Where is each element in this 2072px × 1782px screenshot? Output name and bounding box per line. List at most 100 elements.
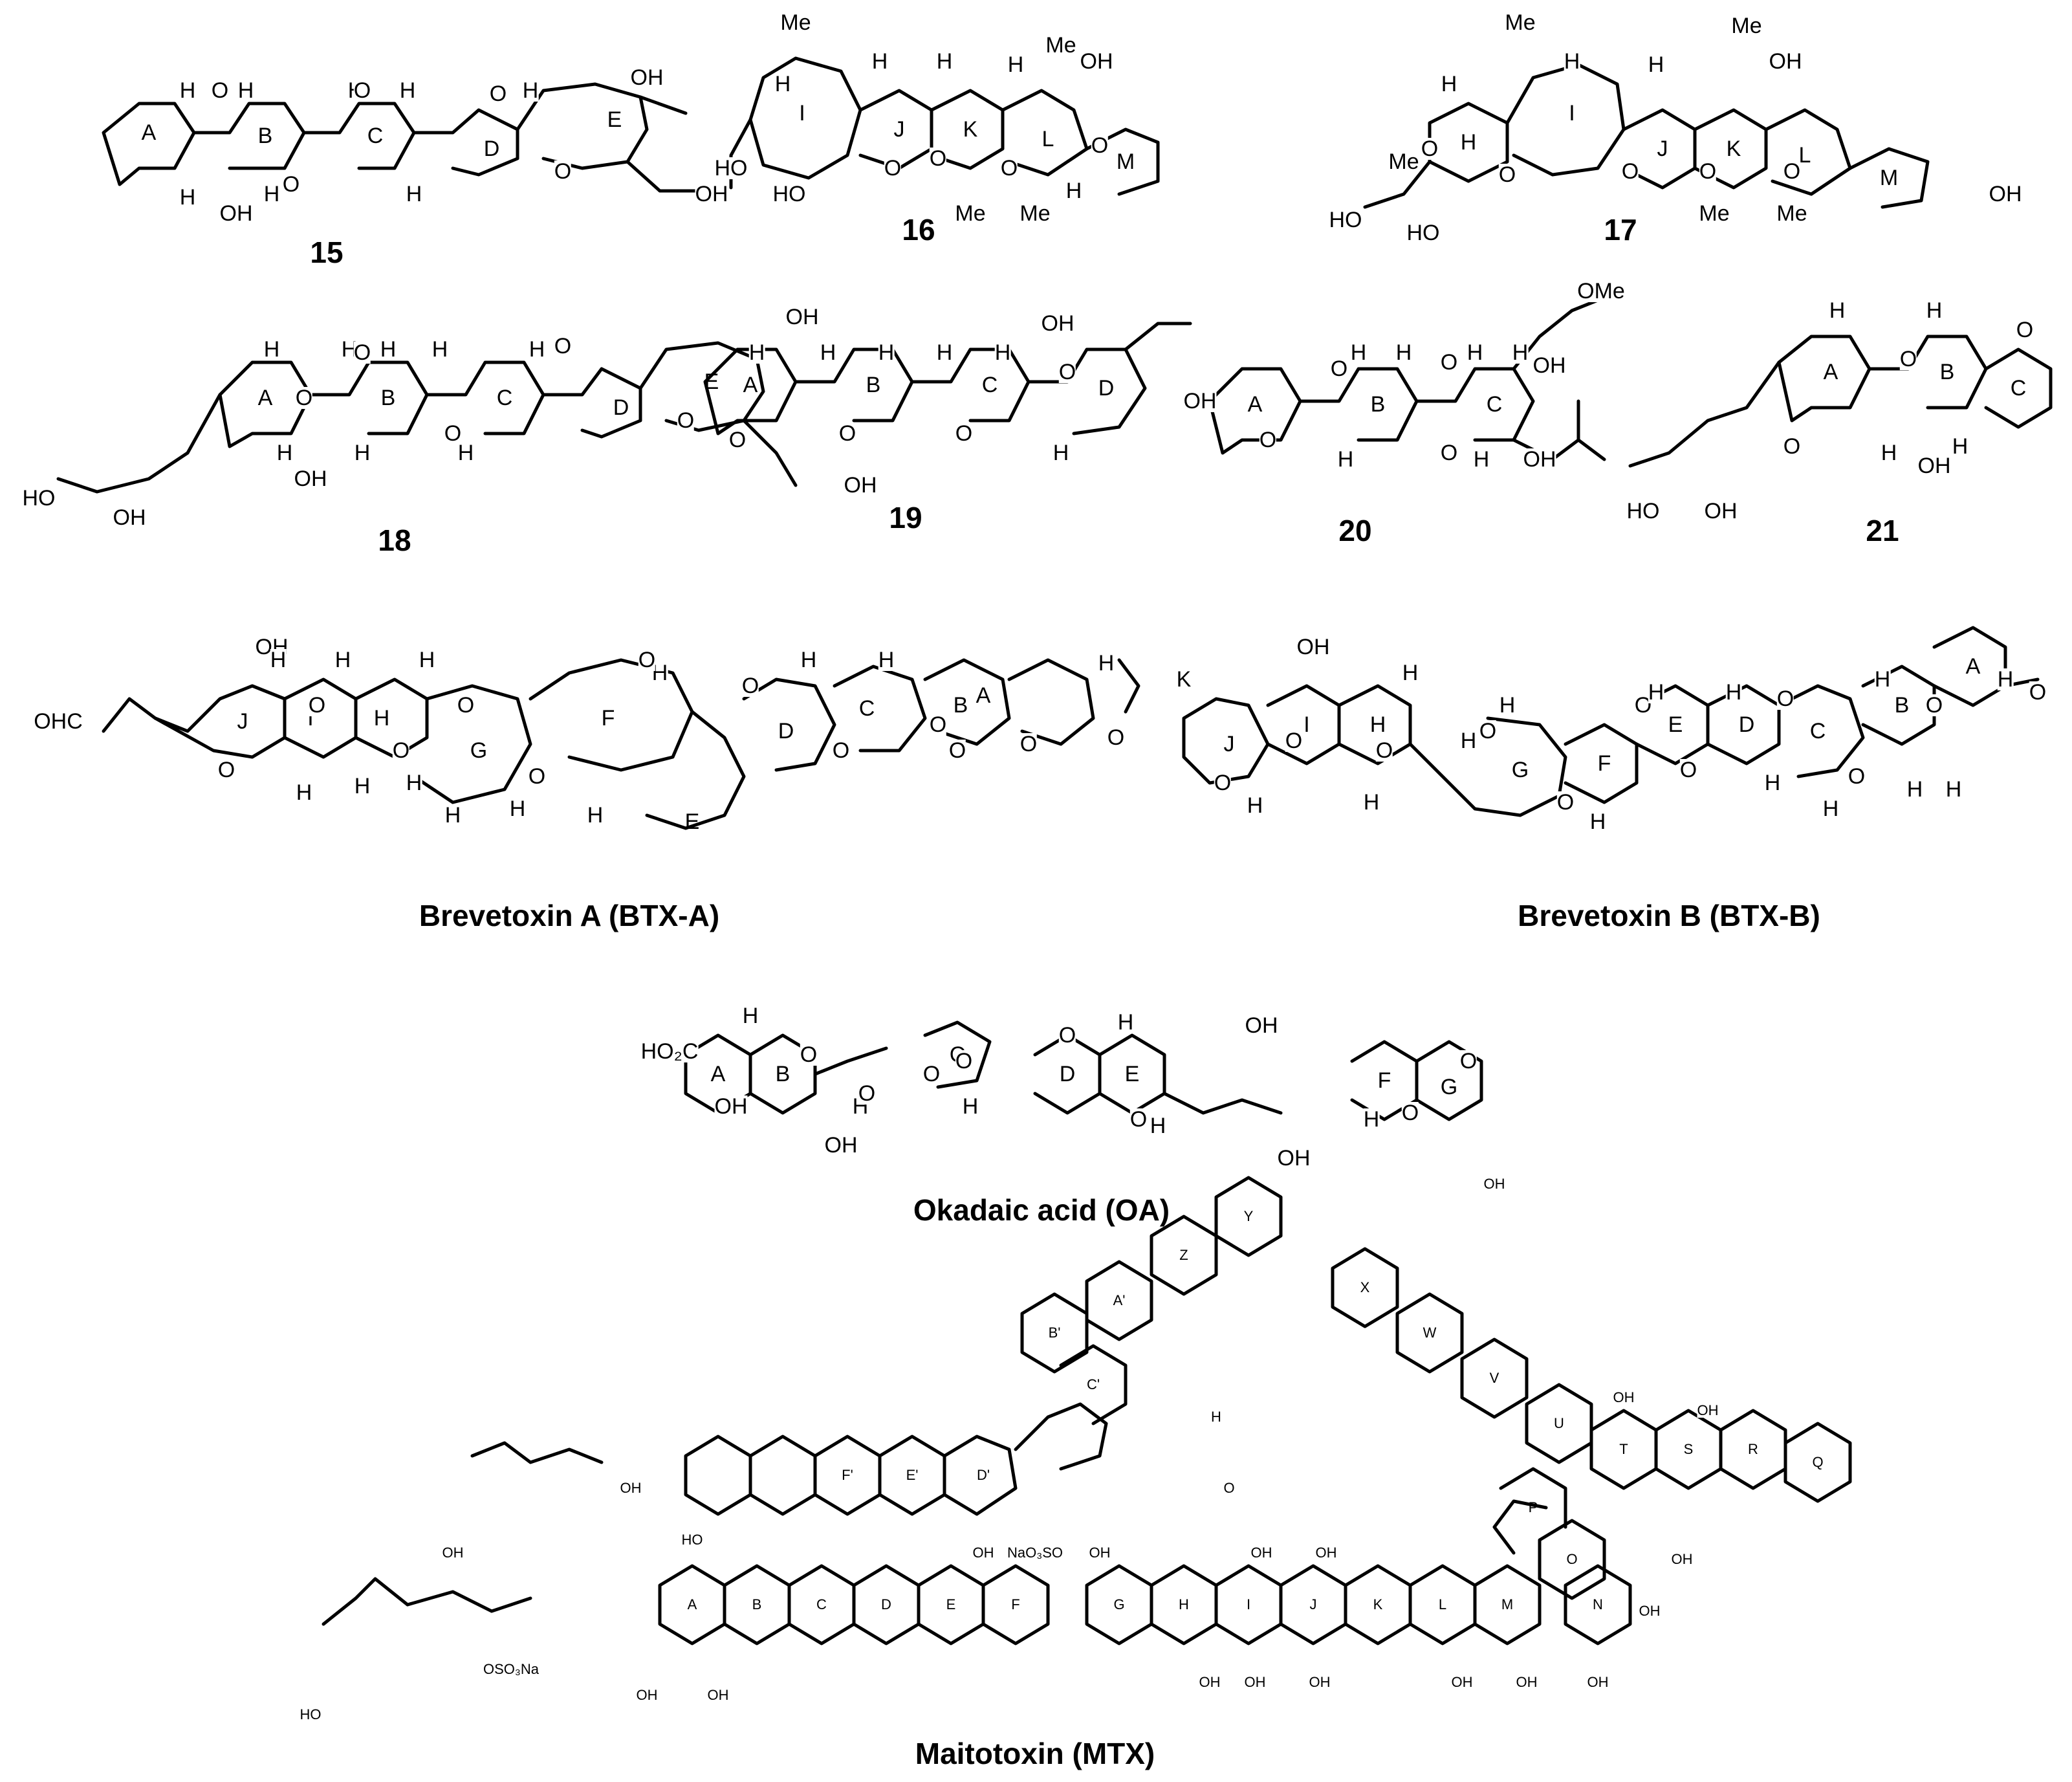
atom-label: OH bbox=[785, 305, 819, 329]
ring-label: D bbox=[1738, 712, 1755, 737]
atom-label: O bbox=[457, 693, 475, 718]
atom-label: Me bbox=[1731, 14, 1762, 38]
atom-label: O bbox=[741, 674, 759, 698]
atom-label: H bbox=[1564, 49, 1580, 74]
atom-label: OH bbox=[113, 505, 146, 530]
atom-label: OHC bbox=[34, 709, 83, 734]
atom-label: O bbox=[1440, 441, 1458, 465]
atom-label: H bbox=[1952, 434, 1968, 459]
atom-label: HO bbox=[300, 1706, 322, 1722]
atom-label: H bbox=[276, 441, 293, 465]
atom-label: OMe bbox=[1577, 279, 1625, 303]
atom-label: O bbox=[1000, 156, 1018, 181]
atom-label: O bbox=[1498, 162, 1516, 187]
atom-label: H bbox=[1648, 680, 1664, 705]
ring-label: P bbox=[1528, 1499, 1538, 1515]
atom-label: H bbox=[431, 337, 448, 362]
atom-label: O bbox=[1459, 1049, 1478, 1073]
ring-label: A bbox=[743, 373, 758, 397]
atom-label: O bbox=[295, 386, 313, 410]
atom-label: OH bbox=[1199, 1674, 1221, 1690]
atom-label: OH bbox=[1613, 1389, 1635, 1405]
compound-15-number: 15 bbox=[310, 236, 344, 269]
ring-label: D bbox=[881, 1596, 891, 1612]
ring-label: A bbox=[710, 1062, 726, 1086]
atom-label: O bbox=[1479, 719, 1497, 743]
ring-label: I bbox=[307, 706, 314, 731]
atom-label: H bbox=[1589, 809, 1606, 834]
atom-label: H bbox=[399, 78, 416, 103]
ring-label: C bbox=[1809, 719, 1826, 743]
atom-label: OH bbox=[636, 1687, 658, 1703]
atom-label: HO bbox=[772, 182, 806, 206]
atom-label: O bbox=[922, 1062, 941, 1086]
okadaic-acid-skeleton bbox=[684, 1020, 1483, 1121]
ring-label: K bbox=[1176, 667, 1192, 692]
ring-label: M bbox=[1501, 1596, 1514, 1612]
atom-label: H bbox=[1725, 680, 1742, 705]
atom-label: O bbox=[858, 1081, 876, 1106]
ring-label: C' bbox=[1086, 1376, 1100, 1392]
atom-label: O bbox=[444, 421, 462, 446]
ring-label: O bbox=[1566, 1551, 1578, 1567]
atom-label: OH bbox=[219, 201, 253, 226]
atom-label: H bbox=[871, 49, 888, 74]
atom-label: O bbox=[1259, 428, 1277, 452]
atom-label: O bbox=[1679, 758, 1697, 782]
atom-label: O bbox=[554, 334, 572, 358]
atom-label: OH bbox=[442, 1545, 464, 1561]
atom-label: H bbox=[1211, 1409, 1221, 1425]
atom-label: Me bbox=[780, 10, 811, 35]
okadaic-acid-title: Okadaic acid (OA) bbox=[913, 1193, 1170, 1227]
atom-label: O bbox=[884, 156, 902, 181]
atom-label: H bbox=[444, 803, 461, 828]
ring-label: G bbox=[470, 738, 488, 763]
atom-label: H bbox=[1150, 1114, 1166, 1138]
atom-label: H bbox=[179, 78, 196, 103]
compound-17-number: 17 bbox=[1604, 213, 1637, 247]
atom-label: OH bbox=[630, 65, 664, 90]
ring-label: D bbox=[483, 137, 500, 161]
atom-label: OH bbox=[1483, 1176, 1505, 1192]
atom-label: OH bbox=[1315, 1545, 1337, 1561]
atom-label: OH bbox=[824, 1133, 858, 1158]
atom-label: O bbox=[955, 421, 973, 446]
ring-label: C bbox=[2010, 376, 2027, 401]
atom-label: Me bbox=[1699, 201, 1730, 226]
atom-label: OSO₃Na bbox=[483, 1661, 539, 1677]
atom-label: H bbox=[1337, 447, 1354, 472]
ring-label: D bbox=[613, 395, 629, 420]
atom-label: H bbox=[1473, 447, 1490, 472]
ring-label: J bbox=[1657, 137, 1668, 161]
atom-label: H bbox=[263, 337, 280, 362]
atom-label: H bbox=[1906, 777, 1923, 802]
atom-label: H bbox=[962, 1094, 979, 1119]
atom-label: Me bbox=[955, 201, 986, 226]
ring-label: A bbox=[141, 120, 157, 145]
ring-label: Y bbox=[1243, 1208, 1254, 1224]
ring-label: J bbox=[237, 709, 248, 734]
atom-label: O bbox=[929, 146, 947, 171]
ring-label: B bbox=[1939, 360, 1955, 384]
compound-18-number: 18 bbox=[378, 523, 411, 557]
ring-label: D bbox=[1098, 376, 1115, 401]
ring-label: L bbox=[1438, 1596, 1447, 1612]
ring-label: E bbox=[1668, 712, 1683, 737]
ring-label: H bbox=[373, 706, 390, 731]
ring-label: D' bbox=[976, 1467, 990, 1483]
ring-label: A bbox=[257, 386, 273, 410]
atom-label: H bbox=[457, 441, 474, 465]
atom-label: O bbox=[1783, 159, 1801, 184]
compound-21-skeleton bbox=[1628, 335, 2053, 468]
ring-label: B bbox=[866, 373, 881, 397]
atom-label: H bbox=[263, 182, 280, 206]
compound-15-skeleton bbox=[102, 82, 701, 193]
atom-label: O bbox=[929, 712, 947, 737]
compound-16-number: 16 bbox=[902, 213, 935, 247]
ring-label: Q bbox=[1812, 1454, 1824, 1470]
atom-label: H bbox=[1441, 72, 1457, 96]
atom-label: O bbox=[2029, 680, 2047, 705]
maitotoxin-lower-skeleton bbox=[322, 1467, 1632, 1645]
ring-label: D bbox=[1059, 1062, 1076, 1086]
